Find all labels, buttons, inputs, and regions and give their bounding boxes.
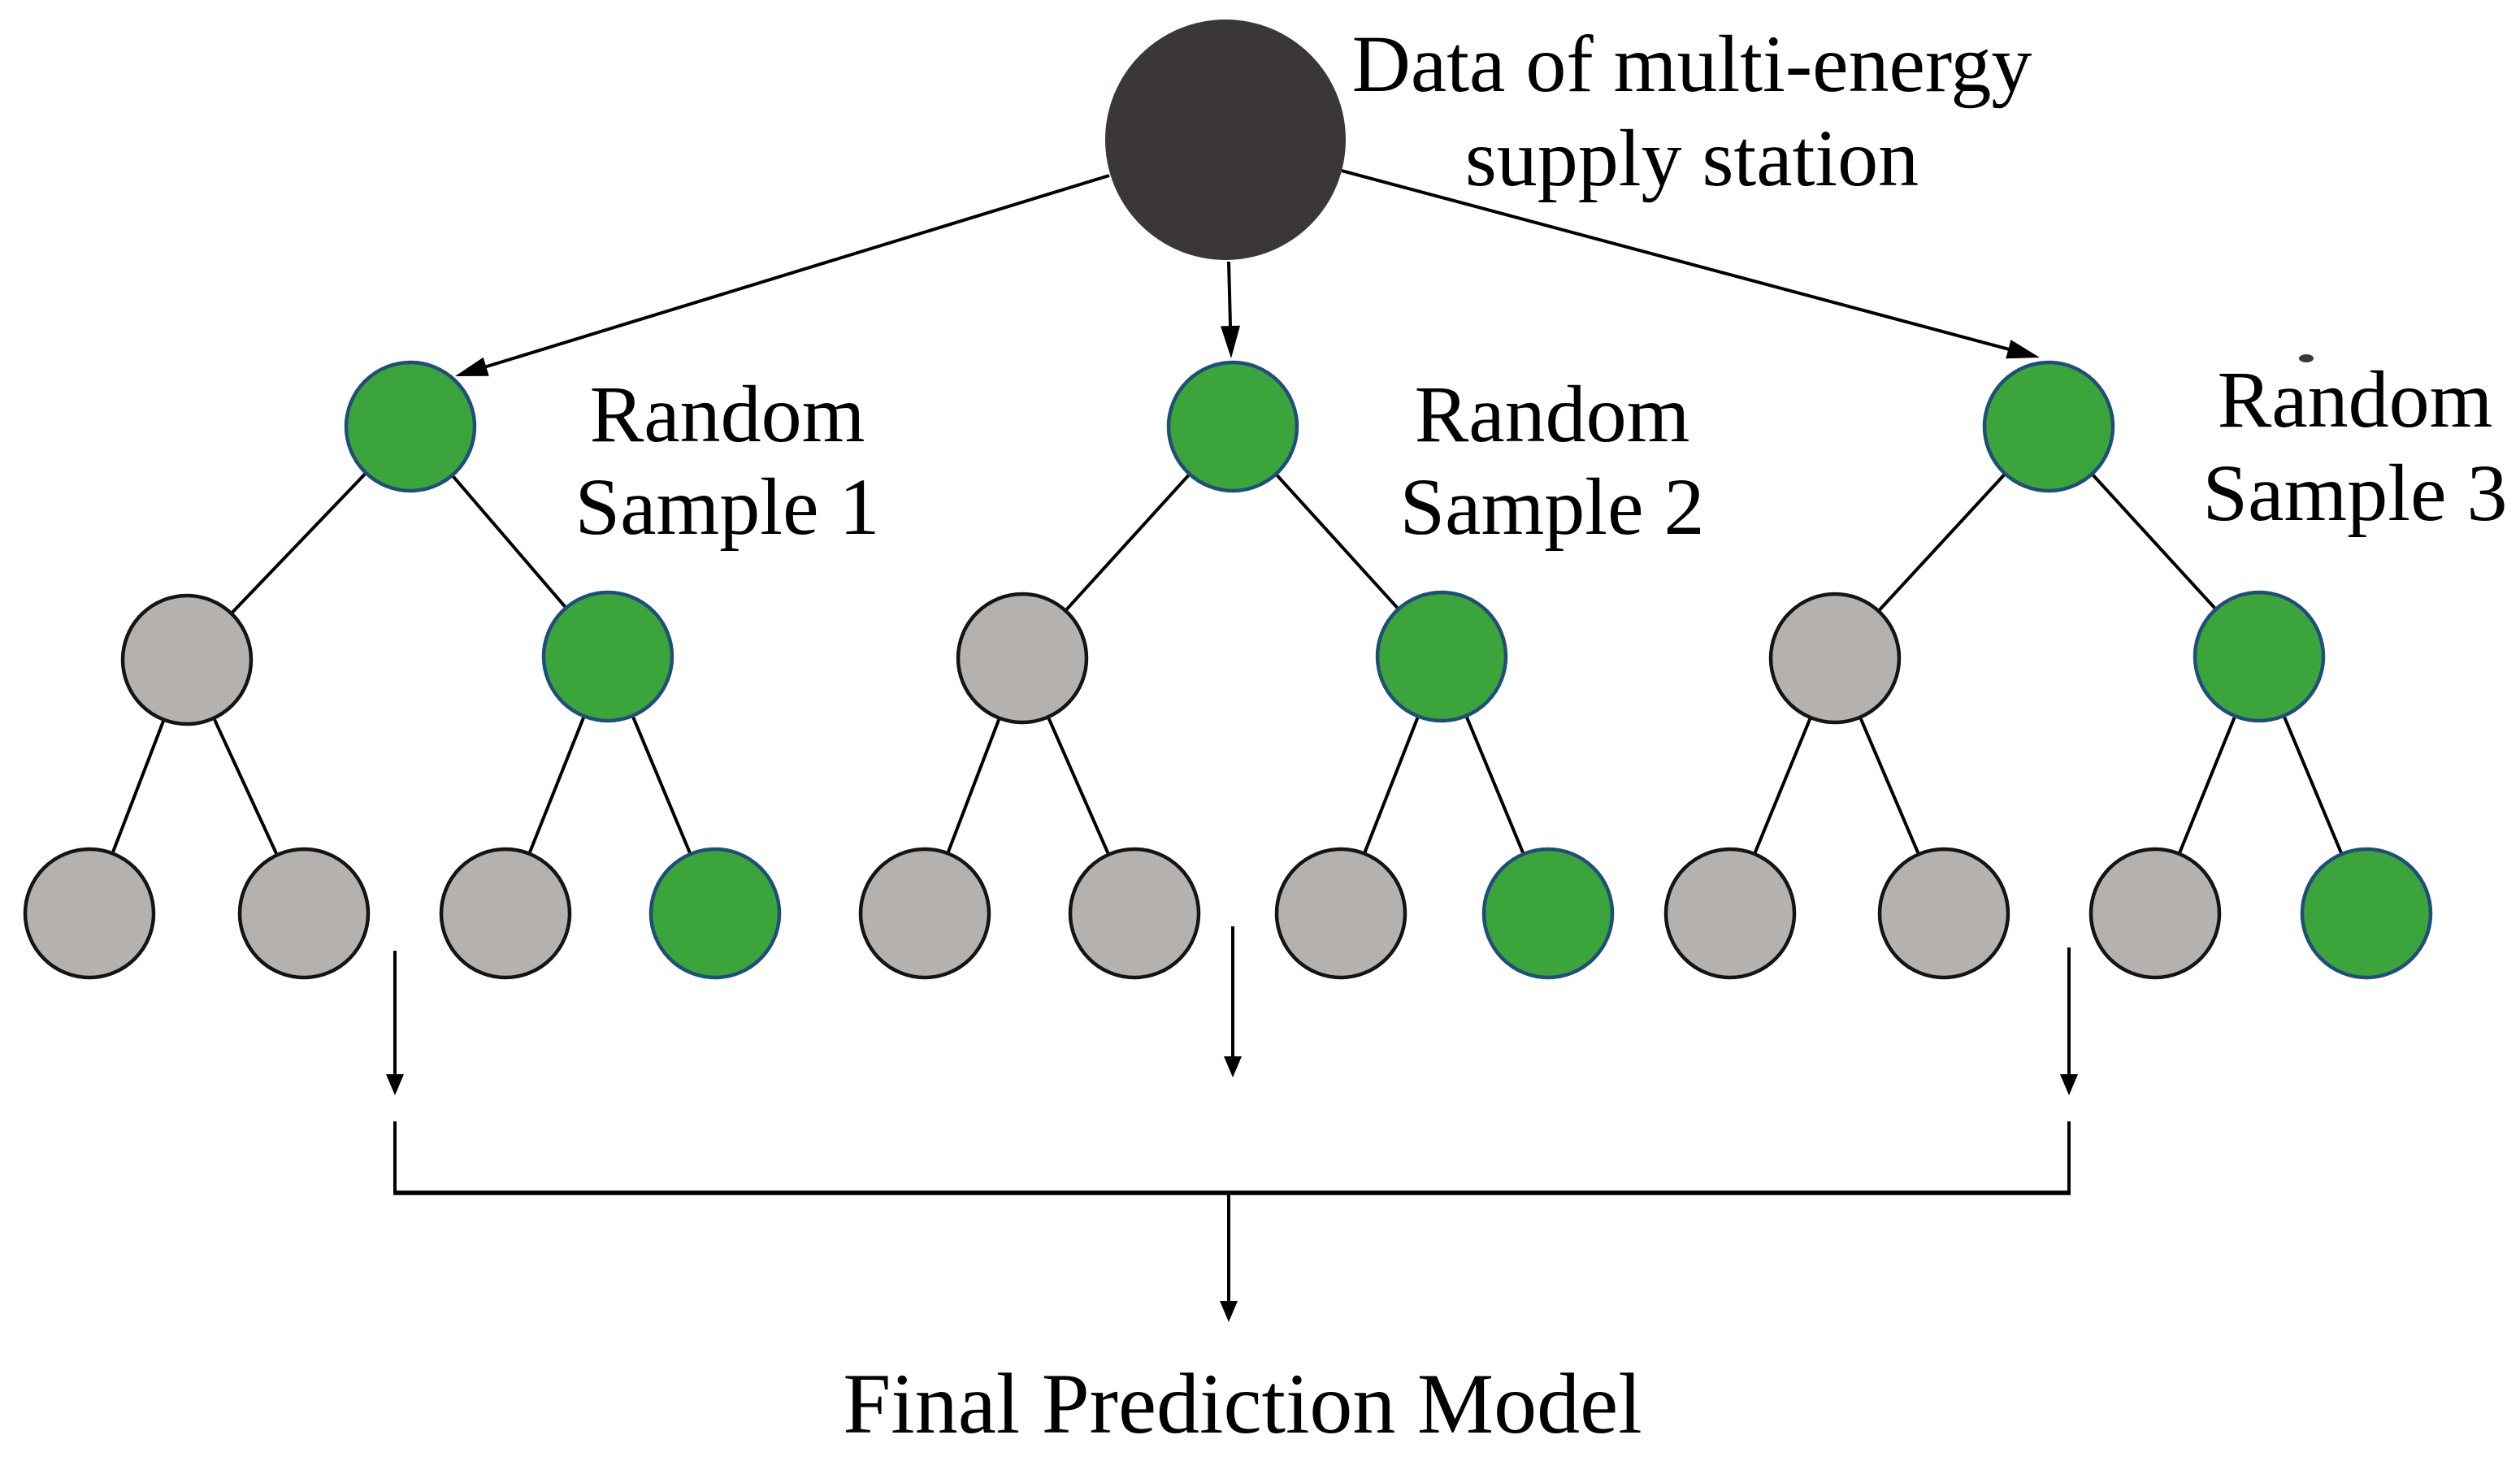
data-to-tree-2-arrow-head [1220, 325, 1240, 358]
final-model-arrow-head [1220, 1301, 1238, 1322]
tree-1-edge-left-leaf-1 [111, 720, 165, 853]
data-station-label-line-1: Data of multi-energy [1352, 19, 2032, 109]
tree-3-label-line-2: Sample 3 [2203, 448, 2508, 538]
tree-3-edge-root-right [2092, 474, 2216, 609]
final-prediction-model-label: Final Prediction Model [843, 1356, 1642, 1451]
tree-3-edge-right-leaf-4 [2283, 716, 2343, 854]
tree-3-edge-root-left [1878, 474, 2006, 611]
tree-3-node-leaf-1-gray [1663, 847, 1797, 980]
tree-1-node-root-green [344, 360, 477, 493]
tree-1-label-line-2: Sample 1 [575, 462, 880, 552]
tree-3-label-line-1: Random [2218, 354, 2493, 444]
data-to-tree-1-arrow-head [455, 357, 489, 376]
nodes-layer [23, 20, 2433, 980]
data-station-label-line-2: supply station [1465, 113, 1919, 203]
tree-1-edge-right-leaf-4 [631, 716, 692, 854]
tree-2-node-leaf-3-gray [1274, 847, 1407, 980]
tree-1-node-left-gray [120, 593, 254, 726]
tree-3-node-leaf-2-gray [1877, 847, 2010, 980]
tree-edges-layer [111, 473, 2343, 855]
data-to-tree-1-arrow-shaft [483, 174, 1110, 370]
data-station-node [1105, 20, 1346, 260]
arrows-layer [386, 169, 2078, 1322]
tree-2-edge-root-left [1065, 474, 1191, 611]
stray-dot-mark [2299, 354, 2314, 362]
data-to-tree-2-arrow-shaft [1227, 261, 1233, 329]
tree-3-node-right-green [2193, 590, 2326, 723]
tree-2-edge-right-leaf-3 [1363, 717, 1420, 853]
tree-1-node-right-green [541, 590, 674, 723]
tree-2-node-leaf-1-gray [858, 847, 991, 980]
tree-3-edge-left-leaf-2 [1859, 717, 1920, 854]
tree-2-edge-root-right [1275, 474, 1399, 609]
tree-1-edge-right-leaf-3 [528, 717, 585, 853]
tree-2-node-leaf-4-green [1481, 847, 1615, 980]
tree-1-label-line-1: Random [590, 369, 865, 459]
tree-2-label-line-2: Sample 2 [1400, 462, 1705, 552]
tree-1-node-leaf-1-gray [23, 847, 156, 980]
data-to-tree-3-arrow-shaft [1341, 169, 2011, 352]
tree-2-node-root-green [1166, 360, 1299, 493]
tree-3-edge-left-leaf-1 [1753, 718, 1812, 853]
tree-3-edge-right-leaf-3 [2178, 717, 2236, 853]
tree-2-edge-left-leaf-2 [1047, 717, 1110, 854]
tree-2-node-left-gray [956, 592, 1089, 725]
tree-3-node-left-gray [1768, 592, 1902, 725]
tree-2-edge-left-leaf-1 [947, 718, 1000, 853]
data-to-tree-3-arrow-head [2006, 340, 2040, 359]
tree-2-node-leaf-2-gray [1068, 847, 1201, 980]
tree-3-node-leaf-3-gray [2088, 847, 2222, 980]
tree-1-node-leaf-3-gray [439, 847, 572, 980]
tree-1-node-leaf-4-green [648, 847, 782, 980]
tree-1-edge-root-right [452, 475, 566, 608]
tree-1-edge-root-left [231, 473, 367, 613]
tree-3-node-leaf-4-green [2300, 847, 2433, 980]
tree-1-output-arrow-head [386, 1074, 404, 1095]
tree-2-node-right-green [1375, 590, 1508, 723]
tree-3-node-root-green [1982, 360, 2115, 493]
tree-3-output-arrow-head [2060, 1074, 2078, 1095]
tree-2-output-arrow-head [1224, 1056, 1242, 1077]
tree-1-node-leaf-2-gray [237, 847, 371, 980]
tree-1-edge-left-leaf-2 [213, 718, 278, 855]
tree-2-label-line-1: Random [1415, 369, 1690, 459]
tree-2-edge-right-leaf-4 [1465, 717, 1525, 853]
